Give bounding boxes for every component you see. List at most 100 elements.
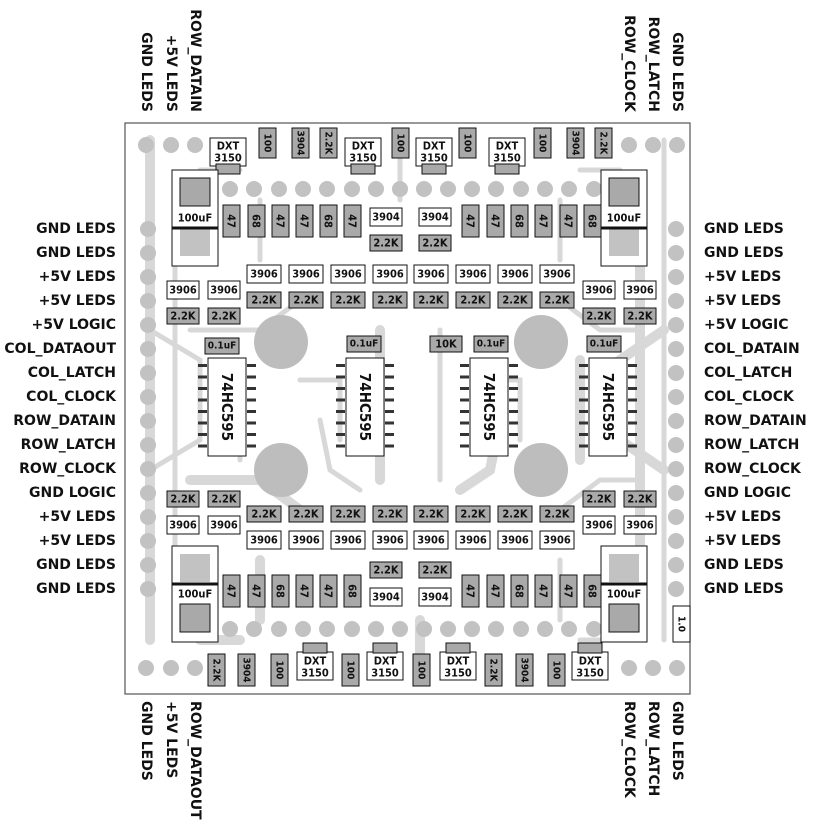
transistor-3906-label: 3906: [334, 534, 362, 547]
resistor-label: 2.2K: [293, 508, 319, 521]
ic-pin: [385, 433, 394, 436]
led-pad: [513, 621, 529, 637]
ic-label: 74HC595: [356, 373, 374, 441]
dxt-label-bottom: 3150: [444, 667, 472, 680]
resistor-2k2: [246, 505, 282, 523]
right-pin-label: +5V LEDS: [704, 269, 781, 285]
resistor: [270, 653, 289, 687]
led-pad: [537, 181, 553, 197]
resistor-label: 100: [395, 134, 406, 153]
ic-pin: [336, 444, 345, 448]
edge-pad-top: [187, 137, 203, 153]
resistor: [258, 127, 277, 159]
ic-pin: [579, 444, 588, 448]
led-pad: [368, 181, 384, 197]
edge-pad-left: [140, 509, 156, 525]
ic-pin: [385, 421, 394, 425]
left-pin-label: GND LEDS: [36, 245, 116, 261]
ic-pin: [628, 398, 637, 402]
ic-pin: [460, 364, 469, 367]
led-pad: [271, 181, 287, 197]
edge-pad-left: [140, 365, 156, 381]
edge-pad-right: [668, 317, 684, 333]
dxt-transistor: [488, 137, 526, 167]
resistor-label: 47: [537, 214, 550, 228]
transistor-3906: [288, 530, 324, 550]
resistor-2k2: [497, 291, 533, 309]
led-pad: [319, 181, 335, 197]
resistor-label: 47: [562, 584, 575, 598]
resistor-2k2-side: [623, 490, 657, 508]
ic-pin: [247, 375, 256, 379]
led-pad: [271, 621, 287, 637]
transistor-label: 3904: [372, 211, 400, 224]
edge-pad-left: [140, 389, 156, 405]
edge-pad-right: [668, 269, 684, 285]
led-pad: [464, 181, 480, 197]
led-pad: [513, 181, 529, 197]
edge-pad-bottom: [621, 660, 637, 676]
ic-pin: [628, 364, 637, 367]
transistor-label: 3906: [626, 284, 654, 297]
led-pad: [368, 621, 384, 637]
capacitor-pad: [609, 554, 639, 582]
resistor-label: 2.2K: [627, 310, 653, 323]
resistor-label: 2.2K: [323, 132, 334, 156]
left-pin-label: ROW_CLOCK: [19, 461, 117, 477]
capacitor-pad: [608, 603, 640, 633]
top-pin-label: GND LEDS: [138, 32, 154, 112]
resistor-label: 2.2K: [335, 508, 361, 521]
transistor-3906-label: 3906: [376, 534, 404, 547]
ic-pin: [509, 421, 518, 425]
transistor-3906-label: 3906: [543, 534, 571, 547]
ic-pin: [460, 387, 469, 390]
edge-pad-right: [668, 245, 684, 261]
ic-pin: [460, 410, 469, 413]
resistor: [319, 204, 338, 238]
transistor-3906: [372, 530, 408, 550]
capacitor-0u1f: [204, 337, 240, 355]
led-pad: [561, 621, 577, 637]
resistor-label: 2.2K: [373, 237, 399, 250]
dxt-transistor: [439, 651, 477, 681]
capacitor-label: 0.1uF: [208, 341, 237, 352]
transistor-3906-side: [166, 515, 200, 535]
resistor-label: 2.2K: [418, 508, 444, 521]
ic-pin: [336, 375, 345, 379]
resistor: [343, 204, 362, 238]
resistor-label: 2.2K: [502, 508, 528, 521]
transistor-3906: [372, 264, 408, 284]
capacitor-pad: [609, 228, 639, 256]
transistor-3906-label: 3906: [459, 534, 487, 547]
edge-pad-right: [668, 533, 684, 549]
resistor-label: 2.2K: [502, 294, 528, 307]
edge-pad-right: [668, 341, 684, 357]
bottom-pin-label: ROW_CLOCK: [621, 701, 637, 799]
resistor-label: 68: [586, 584, 599, 598]
resistor: [369, 234, 403, 252]
left-pin-label: COL_DATAOUT: [4, 341, 116, 357]
edge-pad-right: [668, 485, 684, 501]
ic-pin: [628, 387, 637, 390]
resistor-label: 100: [462, 134, 473, 153]
resistor-label: 68: [513, 214, 526, 228]
resistor-label: 10K: [435, 338, 457, 351]
ic-pin: [247, 421, 256, 425]
resistor-label: 2.2K: [418, 294, 444, 307]
led-pad: [586, 181, 602, 197]
capacitor-label: 0.1uF: [350, 339, 379, 350]
dxt-transistor: [296, 651, 334, 681]
ic-pin: [460, 433, 469, 436]
resistor-2k2: [413, 505, 449, 523]
resistor-2k2: [497, 505, 533, 523]
transistor-3906: [246, 530, 282, 550]
right-pin-label: GND LEDS: [704, 581, 784, 597]
resistor-label: 2.2K: [627, 493, 653, 506]
led-pad: [488, 621, 504, 637]
resistor-2k2: [413, 291, 449, 309]
resistor: [594, 127, 613, 159]
bottom-pin-label: ROW_LATCH: [645, 701, 661, 796]
ic-pin: [579, 387, 588, 390]
